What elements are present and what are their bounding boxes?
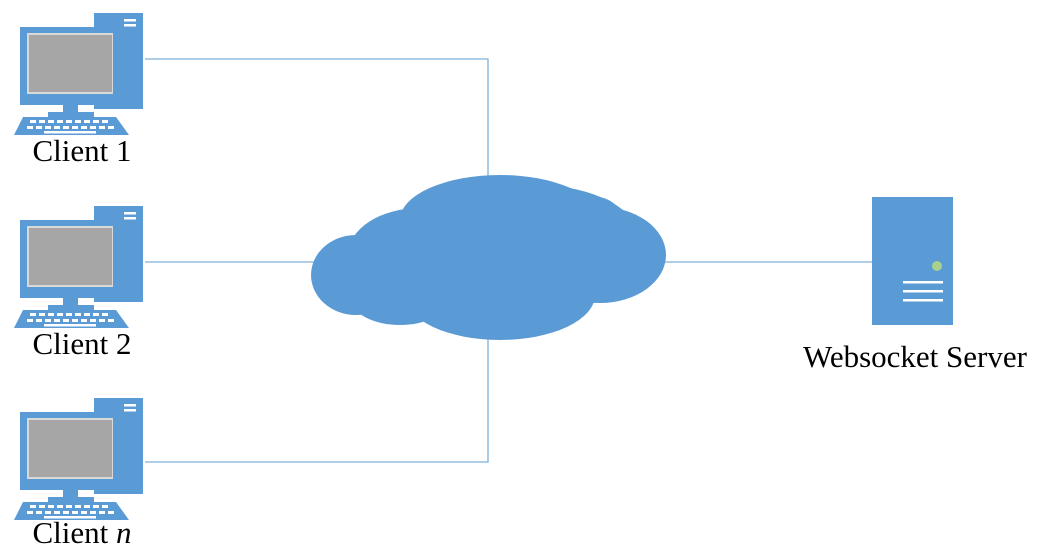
client-n: Client n bbox=[14, 398, 143, 550]
server-label: Websocket Server bbox=[803, 339, 1028, 374]
client-1: Client 1 bbox=[14, 13, 143, 168]
desktop-computer-icon bbox=[14, 206, 143, 328]
cloud-icon bbox=[311, 175, 666, 340]
server-tower-icon bbox=[872, 197, 953, 325]
websocket-server: Websocket Server bbox=[803, 197, 1028, 374]
client-n-label-index: n bbox=[116, 515, 132, 550]
link-client-n bbox=[145, 335, 489, 463]
desktop-computer-icon bbox=[14, 398, 143, 520]
client-n-label: Client n bbox=[32, 515, 131, 550]
client-2-label: Client 2 bbox=[32, 326, 131, 361]
client-n-label-text: Client bbox=[32, 515, 116, 550]
client-1-label: Client 1 bbox=[32, 133, 131, 168]
desktop-computer-icon bbox=[14, 13, 143, 135]
link-client-1 bbox=[145, 58, 489, 185]
connection-lines bbox=[145, 58, 872, 463]
client-2: Client 2 bbox=[14, 206, 143, 361]
